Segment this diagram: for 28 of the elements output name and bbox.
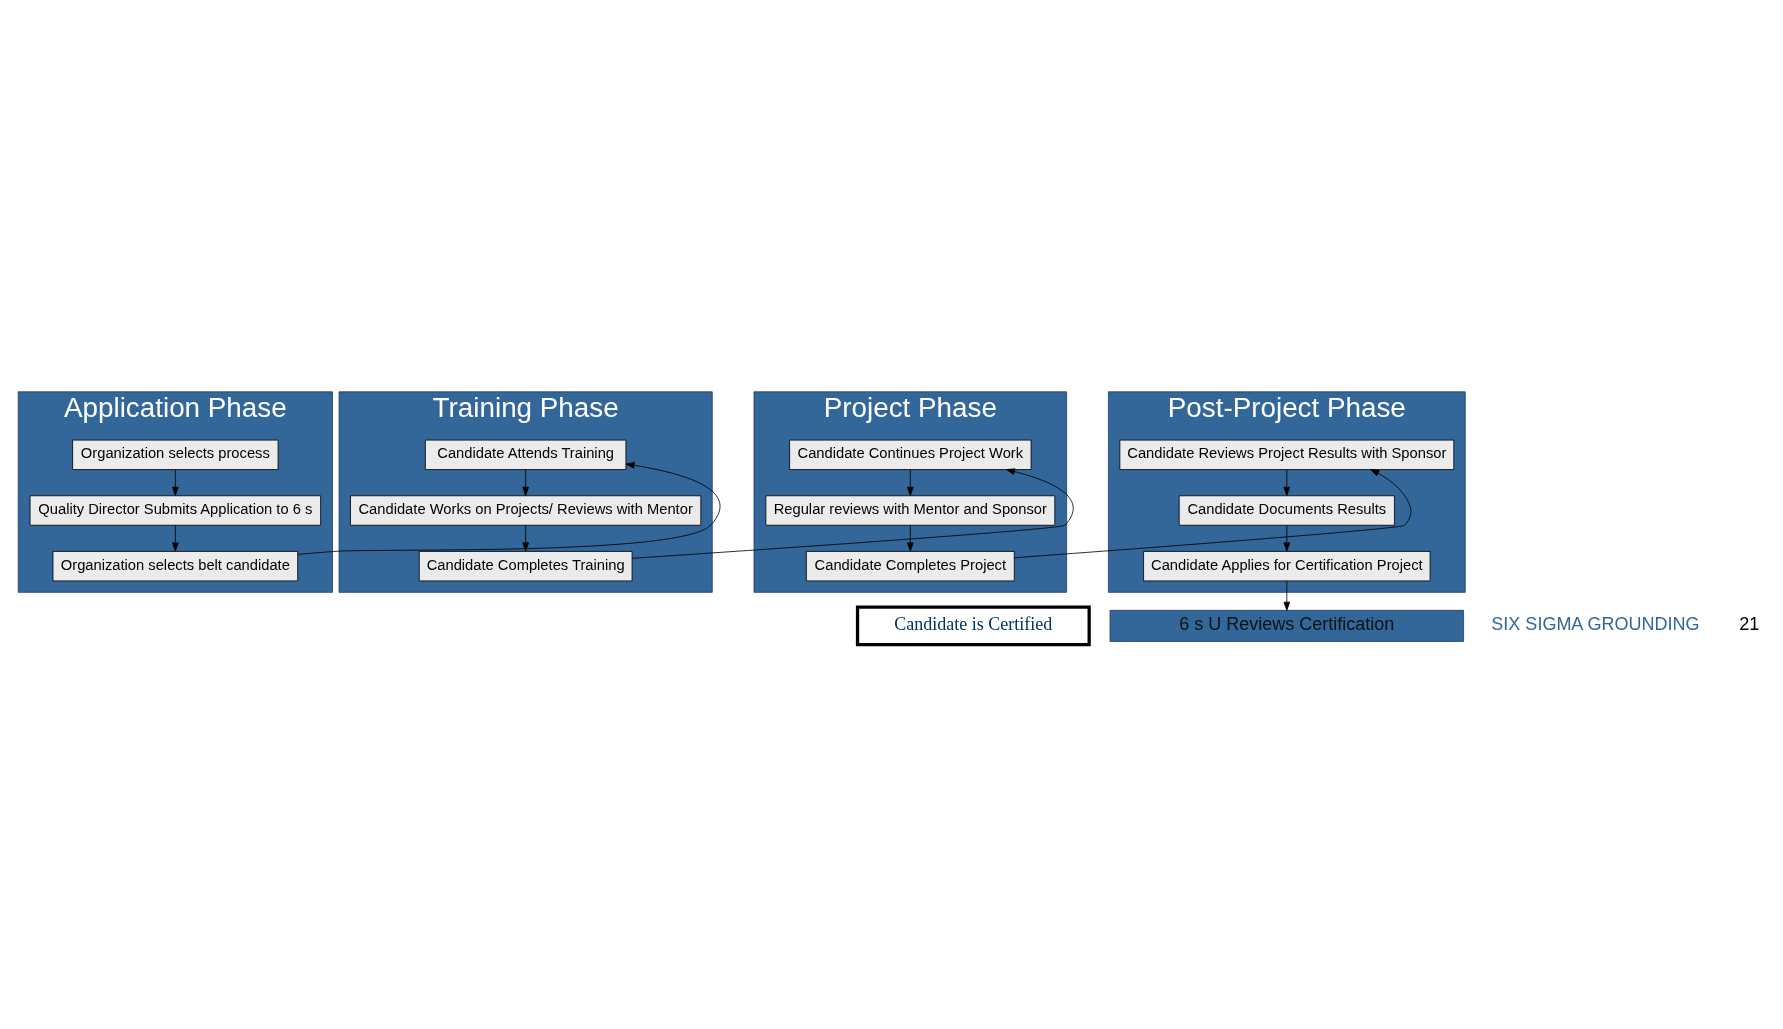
arrow bbox=[631, 467, 1074, 559]
node-box: Organization selects belt candidate bbox=[52, 550, 299, 581]
node-box: Candidate is Certified bbox=[855, 604, 1091, 646]
node-box: Candidate Continues Project Work bbox=[789, 439, 1032, 470]
arrow bbox=[522, 524, 529, 551]
node-box: Candidate Documents Results bbox=[1178, 494, 1395, 526]
arrow bbox=[907, 468, 914, 496]
node-box: Candidate Works on Projects/ Reviews with Mentor bbox=[350, 494, 702, 526]
label: 21 bbox=[1739, 613, 1760, 634]
arrow bbox=[297, 461, 721, 555]
arrow bbox=[1283, 580, 1291, 611]
arrow bbox=[907, 524, 914, 551]
node-box: Candidate Completes Project bbox=[805, 550, 1015, 581]
arrow bbox=[172, 468, 179, 496]
arrow bbox=[1013, 468, 1412, 558]
arrow bbox=[522, 468, 529, 496]
node-box: Candidate Attends Training bbox=[424, 439, 627, 470]
arrow bbox=[1283, 468, 1291, 496]
node-box: Quality Director Submits Application to 6 s bbox=[29, 494, 322, 526]
node-box: Candidate Completes Training bbox=[418, 550, 633, 581]
arrow bbox=[1283, 524, 1291, 551]
node-box: Organization selects process bbox=[72, 439, 279, 470]
node-box: 6 s U Reviews Certification bbox=[1109, 609, 1464, 642]
node-box: Candidate Reviews Project Results with Sponsor bbox=[1119, 439, 1455, 470]
arrow bbox=[172, 524, 179, 551]
label: SIX SIGMA GROUNDING bbox=[1491, 613, 1700, 634]
node-box: Regular reviews with Mentor and Sponsor bbox=[765, 494, 1056, 526]
node-box: Candidate Applies for Certification Project bbox=[1143, 550, 1431, 581]
